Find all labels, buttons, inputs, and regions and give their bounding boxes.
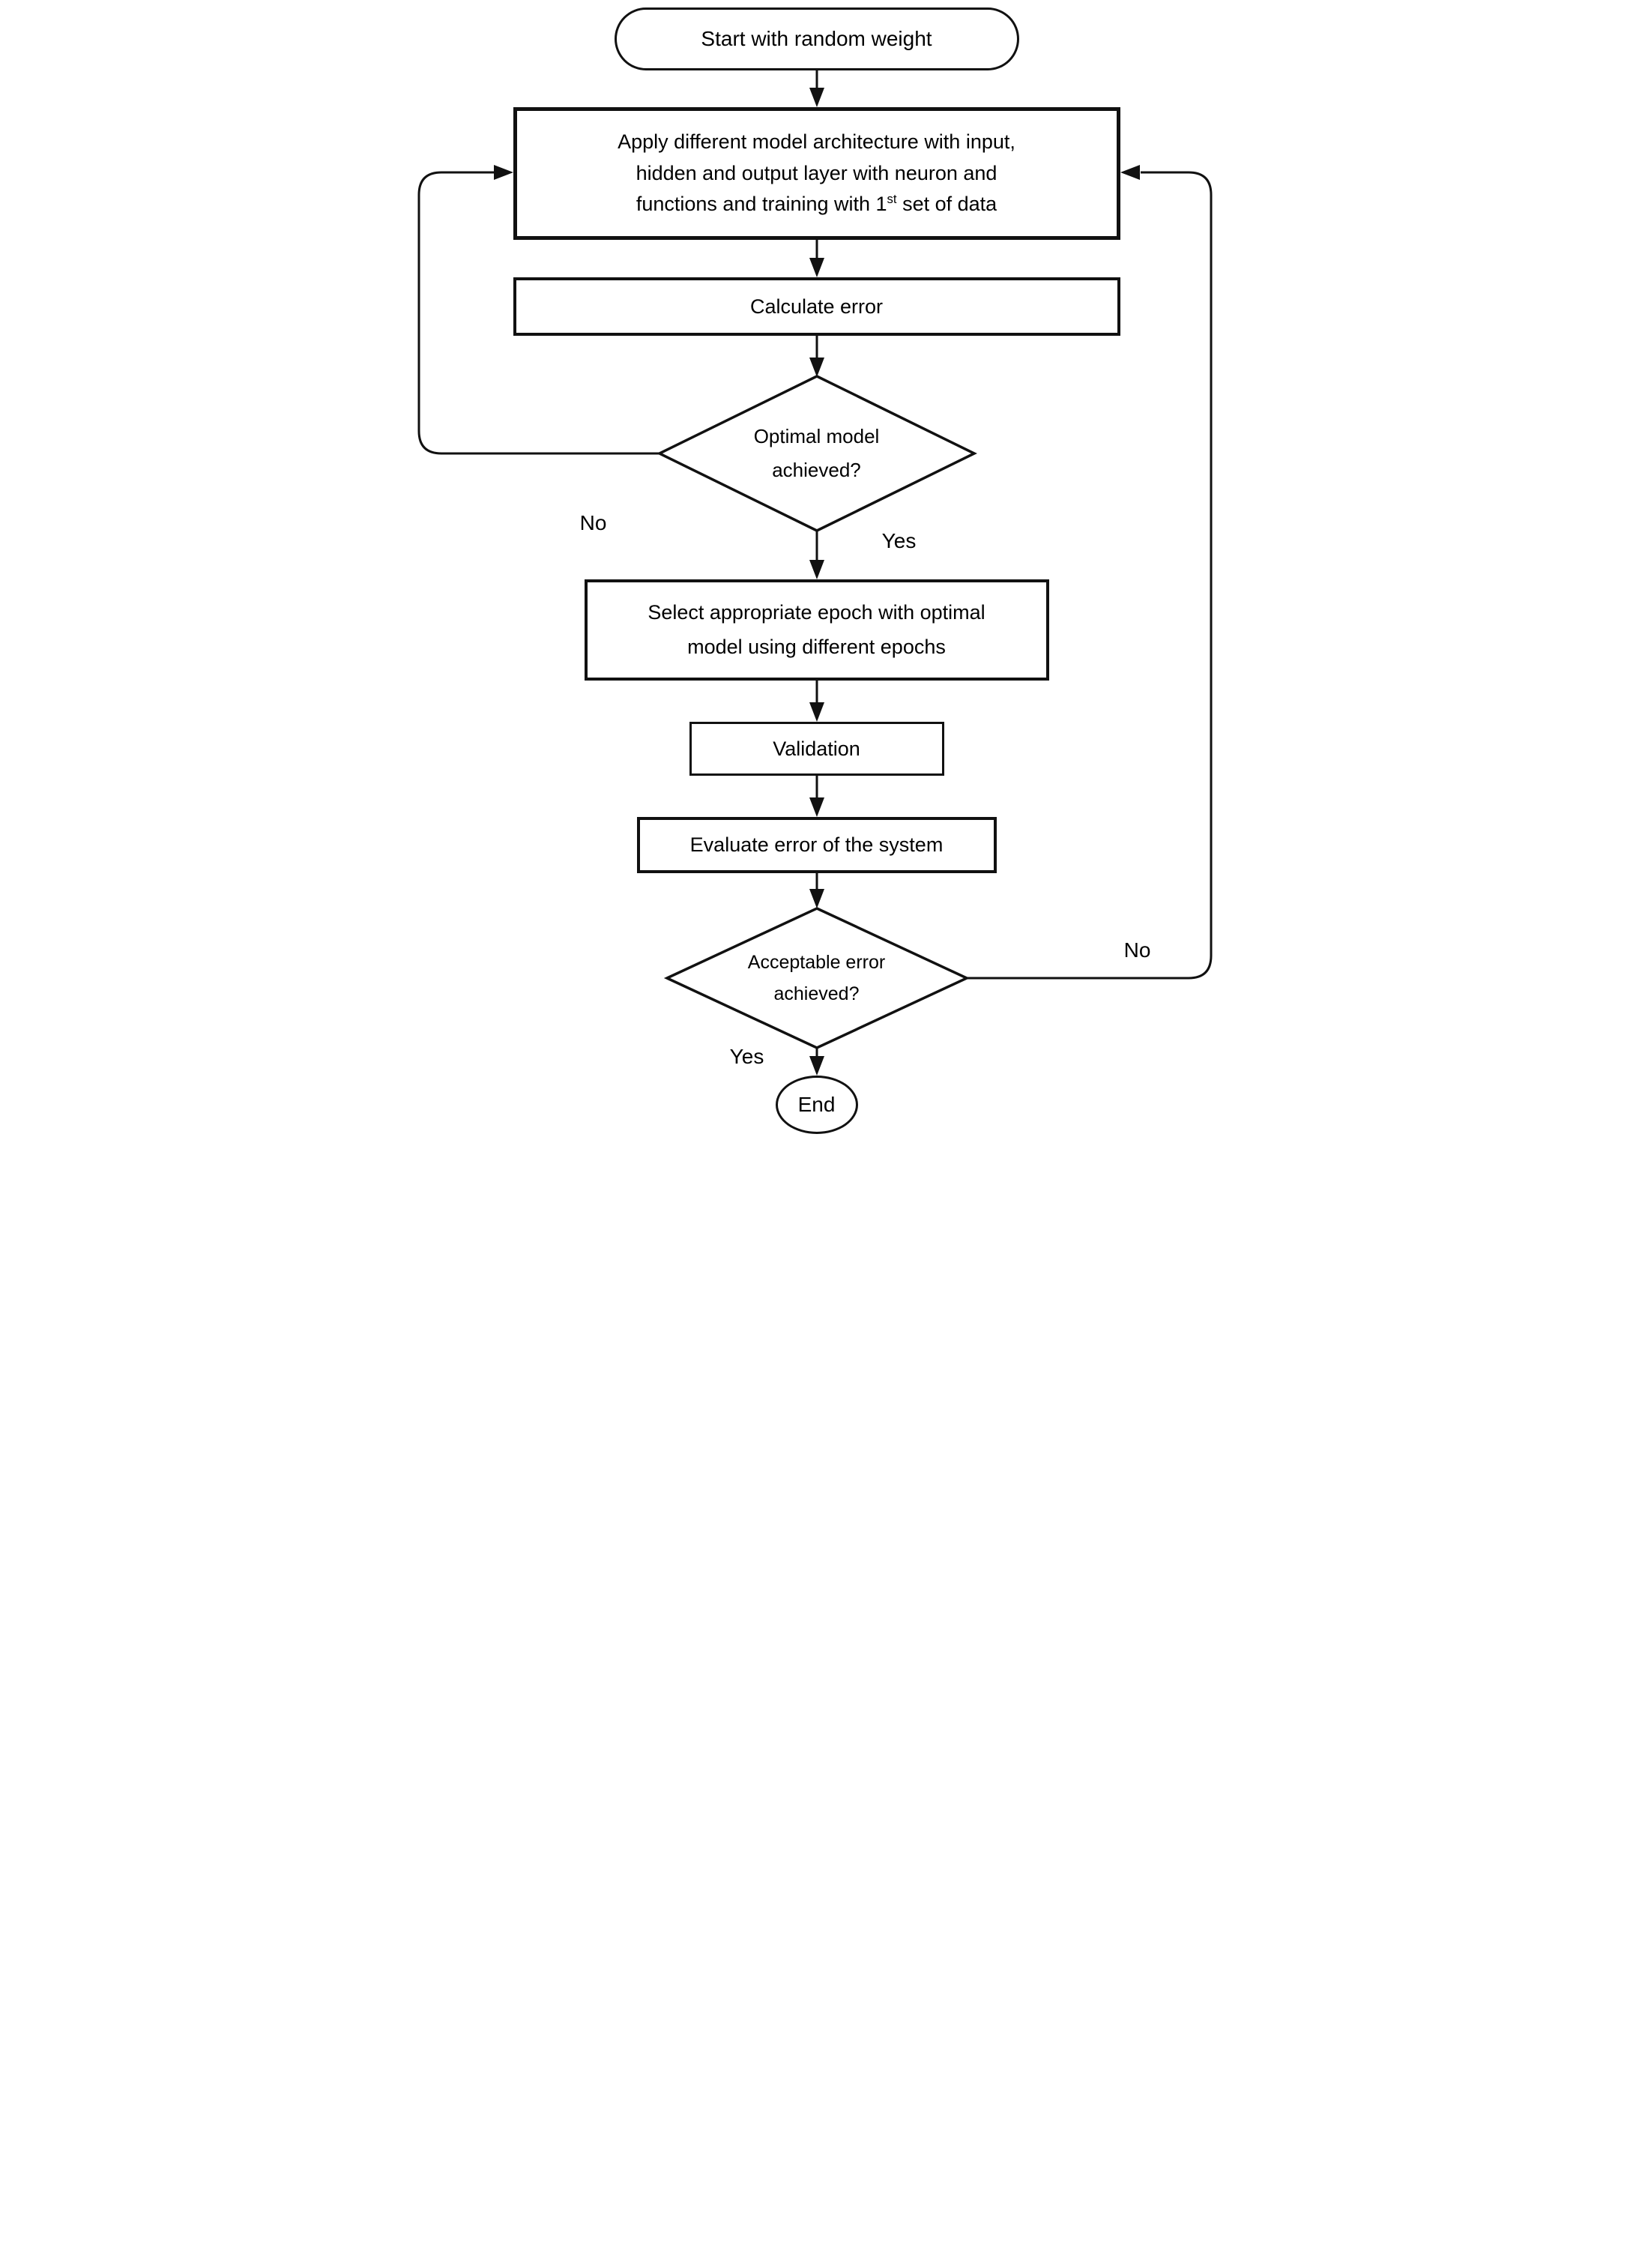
end-label: End [797,1093,836,1116]
evaluate-error-label: Evaluate error of the system [689,833,944,857]
edge-label-acceptable-no: No [1123,938,1151,962]
node-end-terminator: End [775,1076,858,1134]
edge-label-acceptable-yes: Yes [729,1045,764,1068]
flowchart-canvas: Start with random weight Apply different… [407,0,1223,1134]
arrowhead-calculate-to-optimal [809,358,824,377]
select-epoch-line-1: Select appropriate epoch with optimal [648,600,985,624]
arrowhead-start-to-apply [809,88,824,107]
select-epoch-line-2: model using different epochs [687,635,946,658]
apply-model-line-3: functions and training with 1st set of d… [636,189,997,220]
apply-model-line-1: Apply different model architecture with … [618,130,1015,153]
arrowhead-select-to-validation [809,702,824,722]
apply-model-line-3-suffix: set of data [896,193,997,216]
start-label: Start with random weight [701,27,932,50]
node-apply-model-process: Apply different model architecture with … [513,107,1120,240]
node-validation-process: Validation [689,722,944,776]
arrowhead-acceptable-no-loop [1120,165,1140,180]
node-start-terminator: Start with random weight [614,7,1019,70]
arrowhead-optimal-no-loop [493,165,513,180]
apply-model-ordinal-superscript: st [887,192,897,207]
decision-acceptable-error-shape [663,907,970,1049]
calculate-error-label: Calculate error [749,295,884,318]
node-calculate-error-process: Calculate error [513,277,1120,336]
edge-label-optimal-no: No [579,511,607,534]
connector-acceptable-no-loop [966,171,1212,980]
arrowhead-acceptable-yes-to-end [809,1056,824,1076]
connector-optimal-no-loop [417,171,659,455]
arrowhead-evaluate-to-acceptable [809,889,824,908]
decision-optimal-model-shape [656,375,977,532]
flowchart-connectors [417,70,1212,1076]
node-select-epoch-process: Select appropriate epoch with optimal mo… [584,579,1049,681]
arrowhead-validation-to-evaluate [809,797,824,817]
arrowhead-optimal-yes-to-select [809,560,824,579]
apply-model-line-2: hidden and output layer with neuron and [636,161,997,184]
validation-label: Validation [773,737,860,760]
arrowhead-apply-to-calculate [809,258,824,277]
edge-label-optimal-yes: Yes [881,529,917,552]
node-evaluate-error-process: Evaluate error of the system [636,817,997,873]
apply-model-line-3-prefix: functions and training with 1 [636,193,887,216]
